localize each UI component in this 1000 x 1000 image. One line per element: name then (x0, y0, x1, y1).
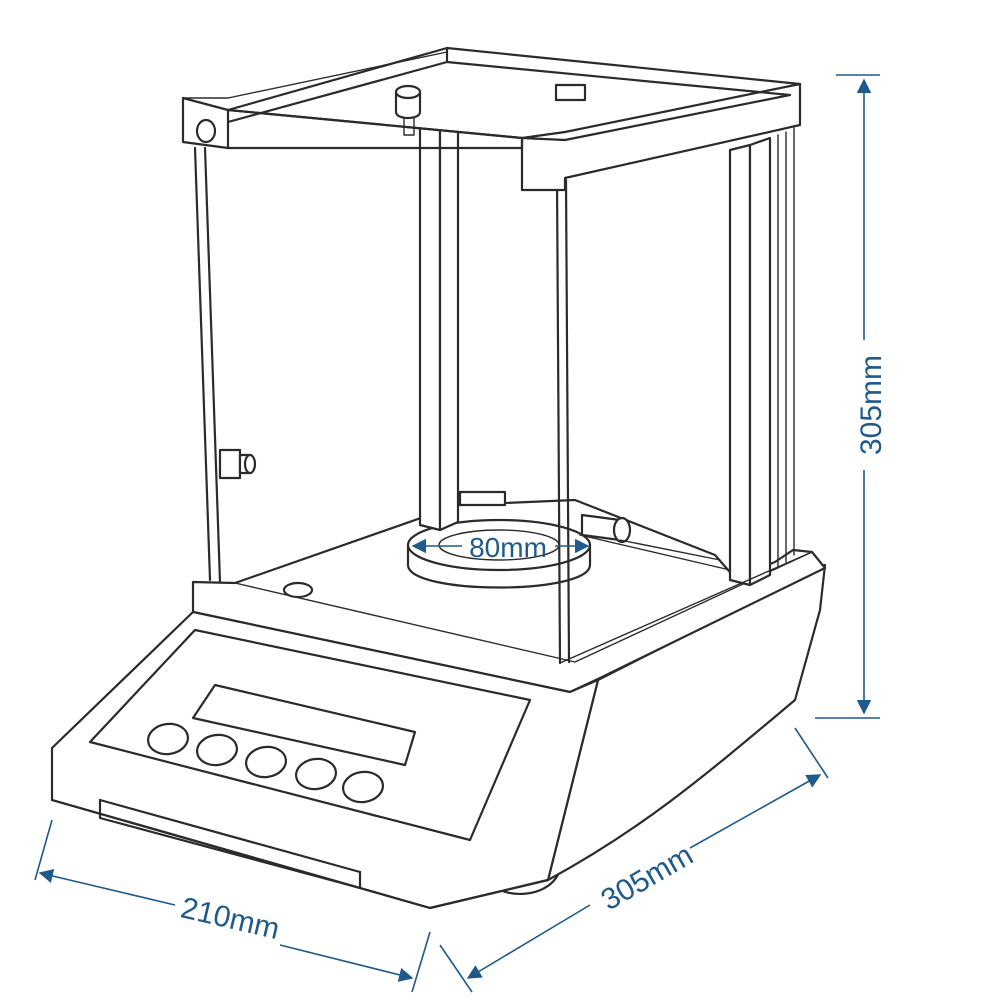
dimension-height: 305mm (815, 74, 888, 719)
depth-label: 305mm (596, 838, 699, 917)
button-3[interactable] (244, 744, 288, 779)
width-label: 210mm (178, 891, 283, 946)
balance-base (50, 498, 827, 910)
weighing-pan (406, 518, 592, 589)
dimension-pan: 80mm (411, 532, 590, 563)
button-5[interactable] (341, 769, 385, 804)
display-screen (191, 683, 417, 767)
level-hole (282, 581, 314, 599)
height-label: 305mm (855, 355, 888, 455)
draft-shield (181, 46, 813, 665)
button-2[interactable] (195, 732, 239, 767)
button-1[interactable] (146, 721, 190, 756)
pan-diameter-label: 80mm (469, 532, 547, 563)
button-4[interactable] (294, 756, 338, 791)
